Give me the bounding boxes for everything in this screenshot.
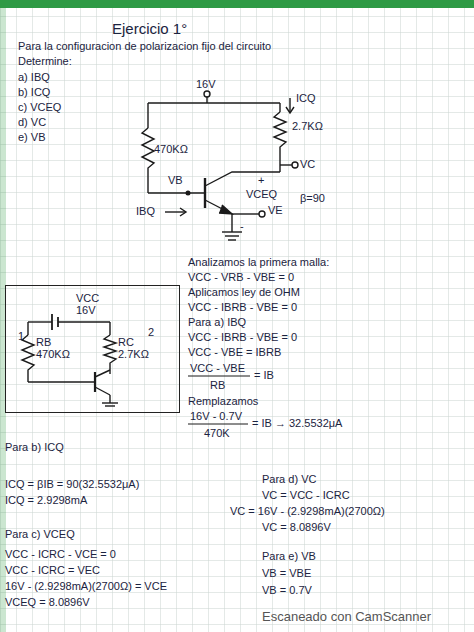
equation: Para c) VCEQ [5,528,75,541]
equation: VCC - VBE = IBRB [188,346,281,359]
circuit-label: 2 [148,326,154,339]
watermark: Escaneado con CamScanner [262,610,431,625]
page-title: Ejercicio 1° [112,20,187,37]
current-label: ICQ [296,92,316,105]
equation: Para e) VB [262,550,316,563]
equation: VCC - IBRB - VBE = 0 [188,331,297,344]
equation: VCC - ICRC - VCE = 0 [5,548,116,561]
polarity-sign: + [258,174,264,187]
equation: Analizamos la primera malla: [188,256,329,269]
equation: 16V - (2.9298mA)(2700Ω) = VCE [5,580,167,593]
circuit-label: 470KΩ [36,348,70,361]
equation: VCC - VBE [190,362,245,375]
voltage-label: 16V [196,78,216,91]
circuit-label: 16V [76,304,96,317]
node-label: VB [168,174,183,187]
circuit-box: VCC16V 1 2RB470KΩ RC2.7KΩ [5,285,180,413]
equation: Para d) VC [262,473,316,486]
equation: 16V - 0.7V [190,410,242,423]
equation: 470K [204,427,230,440]
equation: Para a) IBQ [188,316,246,329]
equation: VCEQ = 8.0896V [5,596,90,609]
circuit-label: VCC [76,292,99,305]
circuit-label: 2.7KΩ [118,348,149,361]
equation: VC = VCC - ICRC [262,489,350,502]
question: e) VB [18,131,46,144]
equation: Remplazamos [188,395,258,408]
equation: RB [210,379,225,392]
equation: Aplicamos ley de OHM [188,286,300,299]
voltage-label: VCEQ [246,188,277,201]
node-label: VC [300,158,315,171]
question: b) ICQ [18,86,50,99]
polarity-sign: - [240,220,244,233]
equation: ICQ = 2.9298mA [5,494,87,507]
equation: VC = 8.0896V [262,521,331,534]
equation: Para b) ICQ [5,441,64,454]
equation: VC = 16V - (2.9298mA)(2700Ω) [230,505,385,518]
beta-label: β=90 [300,192,325,205]
statement: Para la configuracion de polarizacion fi… [18,40,271,53]
statement: Determine: [18,55,72,68]
question: a) IBQ [18,71,50,84]
equation: VB = VBE [262,567,311,580]
resistor-value: 470KΩ [154,143,188,156]
circuit-label: RC [118,336,134,349]
equation: VCC - ICRC = VEC [5,564,100,577]
equation: VB = 0.7V [262,584,312,597]
question: c) VCEQ [18,101,61,114]
current-label: IBQ [136,205,155,218]
question: d) VC [18,116,46,129]
equation: ICQ = βIB = 90(32.5532μA) [5,478,139,491]
equation: = IB [254,369,274,382]
equation: VCC - IBRB - VBE = 0 [188,301,297,314]
circuit-label: 1 [18,330,24,343]
circuit-label: RB [36,336,51,349]
equation: = IB → 32.5532μA [252,417,342,430]
resistor-value: 2.7KΩ [292,120,323,133]
node-label: VE [268,204,283,217]
equation: VCC - VRB - VBE = 0 [188,271,294,284]
